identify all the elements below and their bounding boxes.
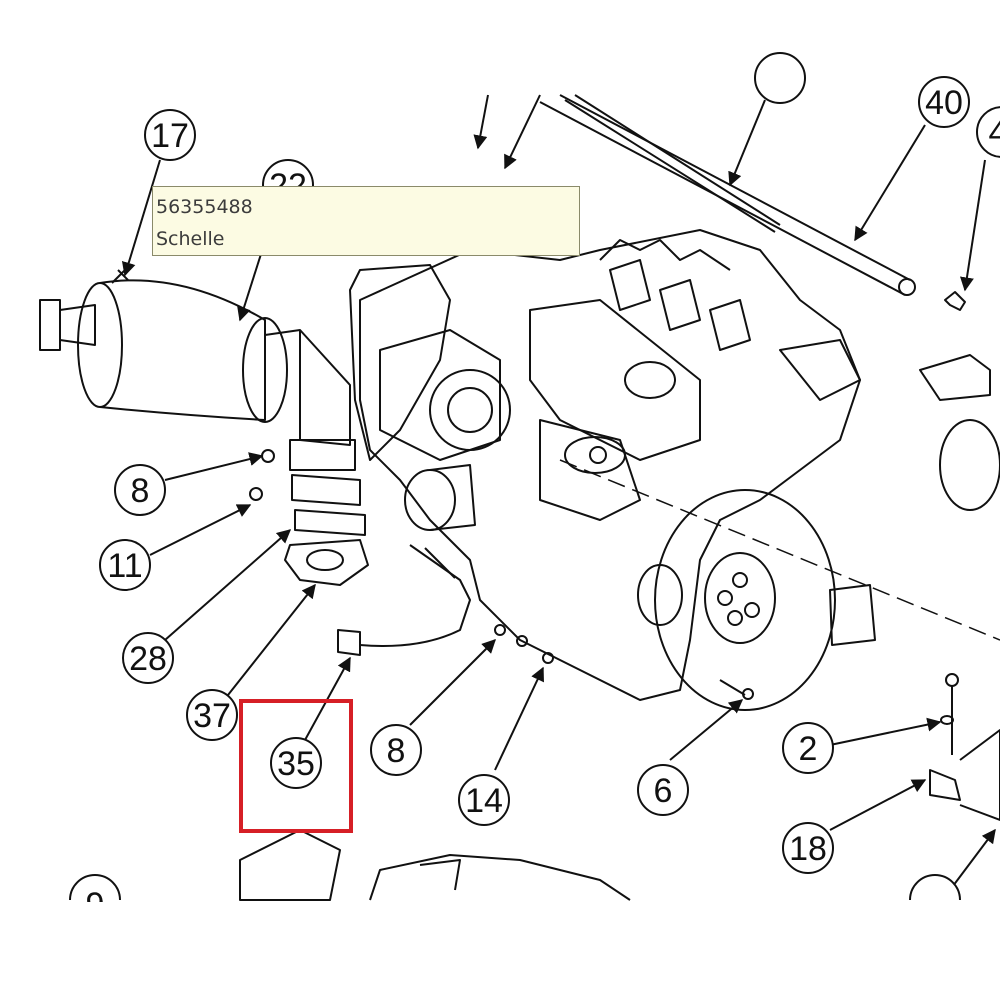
- callout-4: 4: [976, 106, 1000, 158]
- svg-text:8: 8: [387, 732, 406, 770]
- callout-8-bottom: 8: [370, 724, 422, 776]
- leader-lines: [121, 94, 996, 891]
- callout-2: 2: [782, 722, 834, 774]
- svg-text:40: 40: [925, 84, 963, 122]
- fan-shroud: [349, 264, 451, 461]
- callout-28: 28: [122, 632, 174, 684]
- callout-14: 14: [458, 774, 510, 826]
- svg-text:4: 4: [989, 114, 1000, 152]
- svg-text:6: 6: [654, 772, 673, 810]
- callout-18: 18: [782, 822, 834, 874]
- svg-text:2: 2: [799, 730, 818, 768]
- svg-text:17: 17: [151, 117, 189, 155]
- svg-text:35: 35: [277, 745, 315, 783]
- bottom-crop: [0, 902, 1000, 1000]
- sensor-cable: [337, 544, 471, 656]
- callout-8-left: 8: [114, 464, 166, 516]
- highlight-frame-35[interactable]: [239, 699, 353, 833]
- callout-37: 37: [186, 689, 238, 741]
- svg-text:37: 37: [193, 697, 231, 735]
- callout-11: 11: [99, 539, 151, 591]
- right-side-parts: [829, 291, 1000, 821]
- exhaust-flange-stack: [249, 439, 369, 586]
- bolts: [494, 624, 754, 700]
- top-rods: [539, 94, 916, 296]
- oil-filter: [404, 464, 476, 531]
- engine-drawing: [39, 94, 1000, 901]
- centre-line: [559, 459, 1000, 641]
- part-tooltip: 56355488 Schelle: [152, 186, 580, 256]
- svg-text:18: 18: [789, 830, 827, 868]
- svg-text:14: 14: [465, 782, 503, 820]
- svg-text:11: 11: [107, 547, 142, 585]
- bottom-parts: [239, 829, 631, 901]
- callout-35: 35: [270, 737, 322, 789]
- svg-text:8: 8: [131, 472, 150, 510]
- engine-block: [359, 229, 861, 701]
- callout-top-partial: [754, 52, 806, 104]
- front-pulley: [637, 564, 683, 626]
- callout-17: 17: [144, 109, 196, 161]
- callout-6: 6: [637, 764, 689, 816]
- callout-40: 40: [918, 76, 970, 128]
- tooltip-part-number: 56355488: [156, 196, 253, 218]
- muffler: [39, 269, 351, 446]
- callout-bottom-right-partial: [909, 874, 961, 901]
- svg-text:28: 28: [129, 640, 167, 678]
- flywheel: [654, 489, 836, 711]
- tooltip-part-name: Schelle: [156, 228, 225, 250]
